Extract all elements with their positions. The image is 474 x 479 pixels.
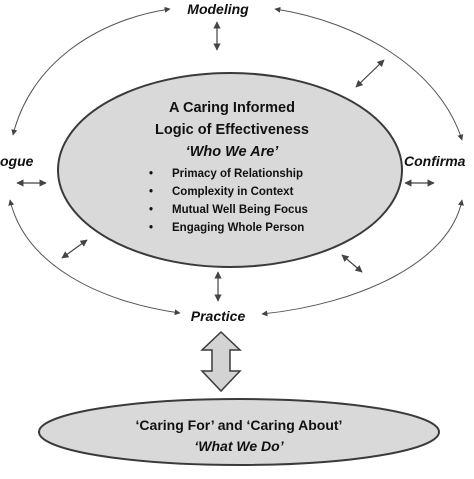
outcome-line2: ‘What We Do’: [194, 438, 284, 454]
outcome-line1: ‘Caring For’ and ‘Caring About’: [136, 417, 343, 433]
node-label-dialogue: ogue: [0, 153, 34, 169]
bullet-marker: •: [149, 222, 153, 234]
bullet-item: Engaging Whole Person: [172, 222, 304, 234]
core-subtitle: ‘Who We Are’: [186, 144, 280, 160]
bullet-marker: •: [149, 204, 153, 216]
outcome-ellipse: [38, 398, 440, 466]
core-bullet-list: • Primacy of Relationship • Complexity i…: [149, 168, 308, 234]
bullet-marker: •: [149, 168, 153, 180]
node-label-modeling: Modeling: [187, 1, 249, 17]
core-title-line1: A Caring Informed: [169, 100, 295, 116]
cycle-arrow-bottom-left: [8, 199, 181, 316]
node-label-practice: Practice: [191, 308, 246, 324]
bullet-item: Complexity in Context: [172, 186, 294, 198]
cycle-arrow-bottom-right: [261, 199, 464, 317]
core-ellipse: [57, 72, 403, 268]
bullet-item: Primacy of Relationship: [172, 168, 303, 180]
block-double-arrow: [200, 330, 242, 393]
node-label-confirmation: Confirma: [404, 153, 466, 169]
bullet-item: Mutual Well Being Focus: [172, 204, 308, 216]
connector-arrow-lower-right: [341, 254, 363, 273]
core-title-line2: Logic of Effectiveness: [155, 122, 309, 138]
connector-arrow-upper-right: [355, 59, 385, 88]
bullet-marker: •: [149, 186, 153, 198]
cycle-arrow-top-left: [11, 6, 171, 136]
connector-arrow-lower-left: [61, 239, 88, 259]
cycle-arrow-top-right: [274, 6, 464, 141]
